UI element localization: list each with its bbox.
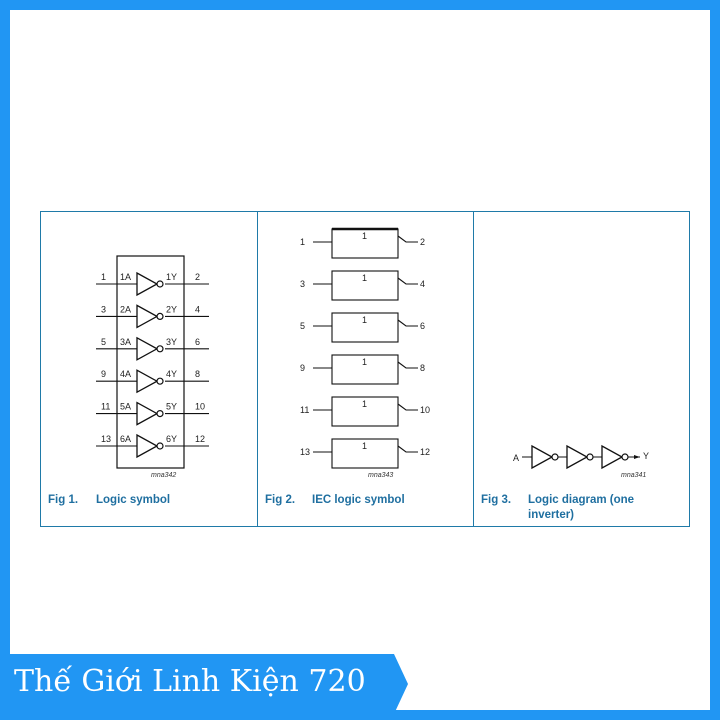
inverter-bubble bbox=[156, 280, 164, 288]
fig2-output-negation bbox=[397, 361, 418, 369]
fig1-output-pin: 6 bbox=[195, 337, 200, 347]
fig1-output-pin: 4 bbox=[195, 304, 200, 314]
fig2-output-pin: 12 bbox=[420, 447, 430, 457]
fig3-code: mna341 bbox=[621, 472, 646, 479]
brand-banner bbox=[0, 654, 408, 714]
fig3-output-label: Y bbox=[643, 451, 649, 461]
fig1-output-pin: 12 bbox=[195, 434, 205, 444]
fig1-input-label: 6A bbox=[120, 434, 131, 444]
fig2-output-negation bbox=[397, 403, 418, 411]
fig2-output-pin: 6 bbox=[420, 321, 425, 331]
fig1-output-label: 4Y bbox=[166, 369, 177, 379]
fig2-box-label: 1 bbox=[362, 315, 367, 325]
fig1-input-label: 2A bbox=[120, 304, 131, 314]
fig1-output-label: 3Y bbox=[166, 337, 177, 347]
fig1-output-label: 6Y bbox=[166, 434, 177, 444]
inverter-bubble bbox=[156, 410, 164, 418]
fig1-input-pin: 11 bbox=[101, 402, 110, 412]
inverter-triangle bbox=[136, 304, 159, 329]
fig2-input-pin: 9 bbox=[300, 363, 305, 373]
fig2-input-pin: 5 bbox=[300, 321, 305, 331]
inverter-triangle bbox=[601, 444, 624, 470]
fig2-output-negation bbox=[397, 445, 418, 453]
fig2-gate-box bbox=[331, 354, 399, 385]
inverter-bubble bbox=[156, 345, 164, 353]
fig2-output-negation bbox=[397, 277, 418, 285]
fig1-input-pin: 9 bbox=[101, 369, 106, 379]
inverter-triangle bbox=[136, 271, 159, 297]
fig1-input-pin: 5 bbox=[101, 337, 106, 347]
inverter-bubble bbox=[156, 312, 164, 321]
fig2-label: Fig 2. bbox=[265, 494, 295, 506]
fig1-caption: Logic symbol bbox=[96, 494, 170, 506]
fig1-output-label: 5Y bbox=[166, 402, 177, 412]
fig1-output-pin: 2 bbox=[195, 272, 200, 282]
inverter-triangle bbox=[136, 336, 159, 361]
fig3-caption-line2: inverter) bbox=[528, 509, 574, 521]
fig3-input-label: A bbox=[513, 453, 519, 463]
inverter-bubble bbox=[621, 453, 629, 461]
fig2-gate-box bbox=[331, 312, 399, 343]
fig1-logic-symbol-diagram: 1 1A 1Y 2 3 2A 2Y 4 5 3A 3Y 6 9 4A 4Y 8 11 5A 5Y 10 13 6A 6Y 12… bbox=[48, 255, 209, 506]
fig2-output-pin: 8 bbox=[420, 363, 425, 373]
fig2-caption: IEC logic symbol bbox=[312, 494, 405, 506]
fig2-box-label: 1 bbox=[362, 441, 367, 451]
fig1-input-pin: 3 bbox=[101, 304, 106, 314]
fig2-box-label: 1 bbox=[362, 357, 367, 367]
fig2-gate-box bbox=[331, 438, 399, 469]
fig1-output-pin: 8 bbox=[195, 369, 200, 379]
fig2-input-pin: 11 bbox=[300, 405, 309, 415]
fig1-panel: 1 1A 1Y 2 3 2A 2Y 4 5 3A 3Y 6 9 4A 4Y 8 11 5A 5Y 10 13 6A 6Y 12… bbox=[40, 211, 258, 527]
fig1-input-label: 4A bbox=[120, 369, 131, 379]
fig1-output-label: 1Y bbox=[166, 272, 177, 282]
inverter-triangle bbox=[531, 444, 554, 470]
fig2-output-negation bbox=[397, 235, 418, 243]
fig1-output-label: 2Y bbox=[166, 304, 177, 314]
fig3-label: Fig 3. bbox=[481, 494, 511, 506]
fig3-panel: A Y mna341 Fig 3. Logic diagram (one inv… bbox=[473, 211, 690, 527]
fig2-gate-box bbox=[331, 228, 399, 259]
fig2-gate-box bbox=[331, 396, 399, 427]
fig2-code: mna343 bbox=[368, 472, 393, 479]
fig2-input-pin: 13 bbox=[300, 447, 310, 457]
inverter-bubble bbox=[586, 453, 594, 461]
fig2-box-label: 1 bbox=[362, 273, 367, 283]
inverter-triangle bbox=[136, 433, 159, 459]
fig2-gate-box bbox=[331, 270, 399, 301]
fig2-input-pin: 3 bbox=[300, 279, 305, 289]
fig1-package-outline bbox=[116, 255, 185, 469]
fig3-caption-line1: Logic diagram (one bbox=[528, 494, 634, 506]
fig1-output-pin: 10 bbox=[195, 402, 205, 412]
brand-banner-text: Thế Giới Linh Kiện 720 bbox=[14, 664, 366, 699]
fig3-logic-diagram: A Y mna341 Fig 3. Logic diagram (one inv… bbox=[481, 444, 649, 521]
fig1-input-label: 5A bbox=[120, 402, 131, 412]
inverter-triangle bbox=[136, 401, 159, 426]
fig2-output-negation bbox=[397, 319, 418, 327]
fig2-output-pin: 4 bbox=[420, 279, 425, 289]
inverter-bubble bbox=[156, 442, 164, 450]
fig3-output-arrow bbox=[634, 455, 640, 459]
fig1-label: Fig 1. bbox=[48, 494, 78, 506]
fig2-output-pin: 10 bbox=[420, 405, 430, 415]
inverter-bubble bbox=[551, 453, 559, 461]
fig2-output-pin: 2 bbox=[420, 237, 425, 247]
fig1-code: mna342 bbox=[151, 472, 176, 479]
fig2-box-label: 1 bbox=[362, 231, 367, 241]
fig1-input-label: 1A bbox=[120, 272, 131, 282]
fig1-input-pin: 1 bbox=[101, 272, 106, 282]
inverter-bubble bbox=[156, 377, 164, 385]
fig1-input-label: 3A bbox=[120, 337, 131, 347]
fig2-input-pin: 1 bbox=[300, 237, 305, 247]
inverter-triangle bbox=[566, 444, 589, 470]
inverter-triangle bbox=[136, 369, 159, 394]
fig2-box-label: 1 bbox=[362, 399, 367, 409]
fig1-input-pin: 13 bbox=[101, 434, 111, 444]
